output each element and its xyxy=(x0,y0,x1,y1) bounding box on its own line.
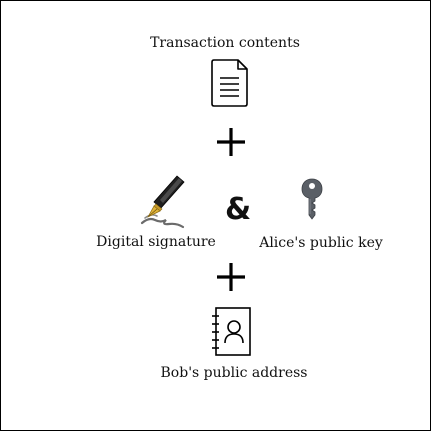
key-icon xyxy=(301,178,323,220)
alice-public-key-label: Alice's public key xyxy=(259,235,383,251)
ampersand-symbol: & xyxy=(225,192,252,227)
fountain-pen-icon xyxy=(140,175,185,229)
bob-public-address-label: Bob's public address xyxy=(160,365,308,381)
transaction-contents-label: Transaction contents xyxy=(150,35,300,51)
digital-signature-label: Digital signature xyxy=(96,234,216,250)
plus-icon-top xyxy=(217,128,245,156)
plus-icon-bottom xyxy=(217,263,245,291)
address-book-icon xyxy=(212,307,251,356)
document-icon xyxy=(211,59,248,107)
